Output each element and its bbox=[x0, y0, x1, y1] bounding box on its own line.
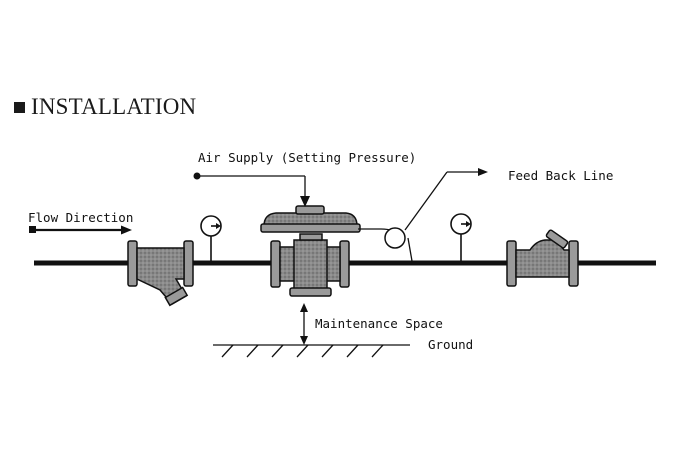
pressure-gauge-upstream bbox=[200, 215, 222, 261]
air-supply-line bbox=[193, 172, 310, 207]
air-supply-label: Air Supply (Setting Pressure) bbox=[198, 150, 416, 165]
feed-back-label: Feed Back Line bbox=[508, 168, 613, 183]
feed-back-line bbox=[358, 168, 488, 262]
pressure-gauge-downstream bbox=[450, 213, 472, 261]
maintenance-space-label: Maintenance Space bbox=[315, 316, 443, 331]
strainer-valve bbox=[127, 240, 194, 307]
ground-line bbox=[213, 344, 410, 358]
section-heading: INSTALLATION bbox=[14, 94, 196, 120]
bullet-square-icon bbox=[14, 101, 25, 113]
maintenance-space-arrow bbox=[300, 303, 308, 345]
section-title: INSTALLATION bbox=[31, 94, 197, 119]
ground-label: Ground bbox=[428, 337, 473, 352]
flow-direction-arrow bbox=[29, 225, 132, 235]
flow-direction-label: Flow Direction bbox=[28, 210, 133, 225]
pressure-reducing-valve bbox=[260, 205, 361, 297]
globe-valve bbox=[506, 229, 579, 287]
